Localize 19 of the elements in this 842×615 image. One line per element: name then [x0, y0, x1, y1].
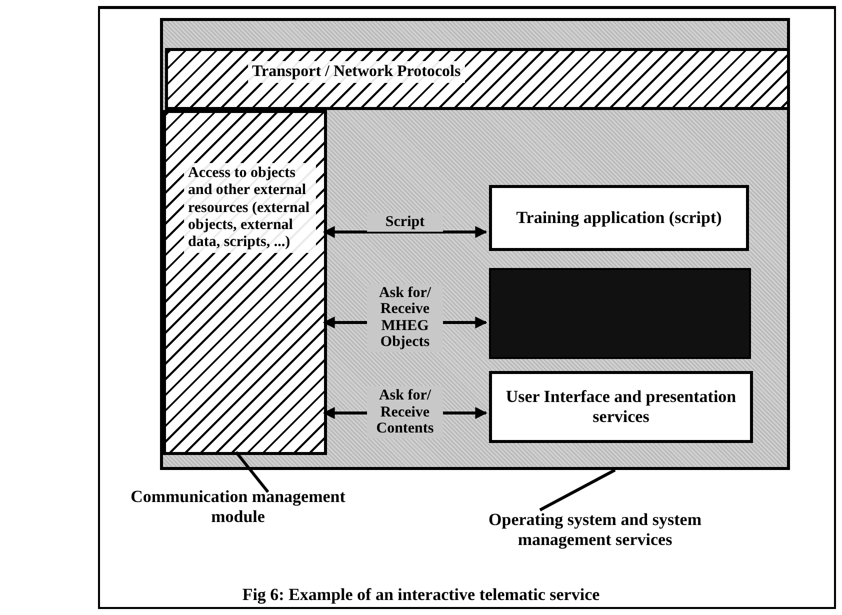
leader-line	[539, 468, 616, 512]
leader-line	[234, 451, 270, 493]
figure-caption: Fig 6: Example of an interactive telematic service	[241, 585, 601, 605]
system-panel	[160, 18, 790, 470]
node-label: Training application (script)	[515, 208, 723, 228]
process-box	[489, 185, 749, 251]
node-label: Access to objects and other external resources (external objects, external data, scripts, ...)	[184, 163, 316, 254]
annotation-text: Communication management module	[130, 487, 346, 527]
annotation-text: Operating system and system management services	[488, 510, 702, 550]
edge-label: Ask for/ Receive MHEG Objects	[367, 284, 443, 352]
double-arrow	[322, 226, 488, 238]
node-label: Transport / Network Protocols	[248, 61, 465, 84]
node-label: User Interface and presentation services	[504, 387, 738, 427]
process-box	[489, 371, 753, 443]
module-panel	[163, 110, 327, 455]
dark-box	[489, 268, 751, 359]
edge-label: Script	[367, 212, 443, 232]
edge-label: Ask for/ Receive Contents	[367, 386, 443, 438]
protocol-bar	[165, 48, 790, 110]
